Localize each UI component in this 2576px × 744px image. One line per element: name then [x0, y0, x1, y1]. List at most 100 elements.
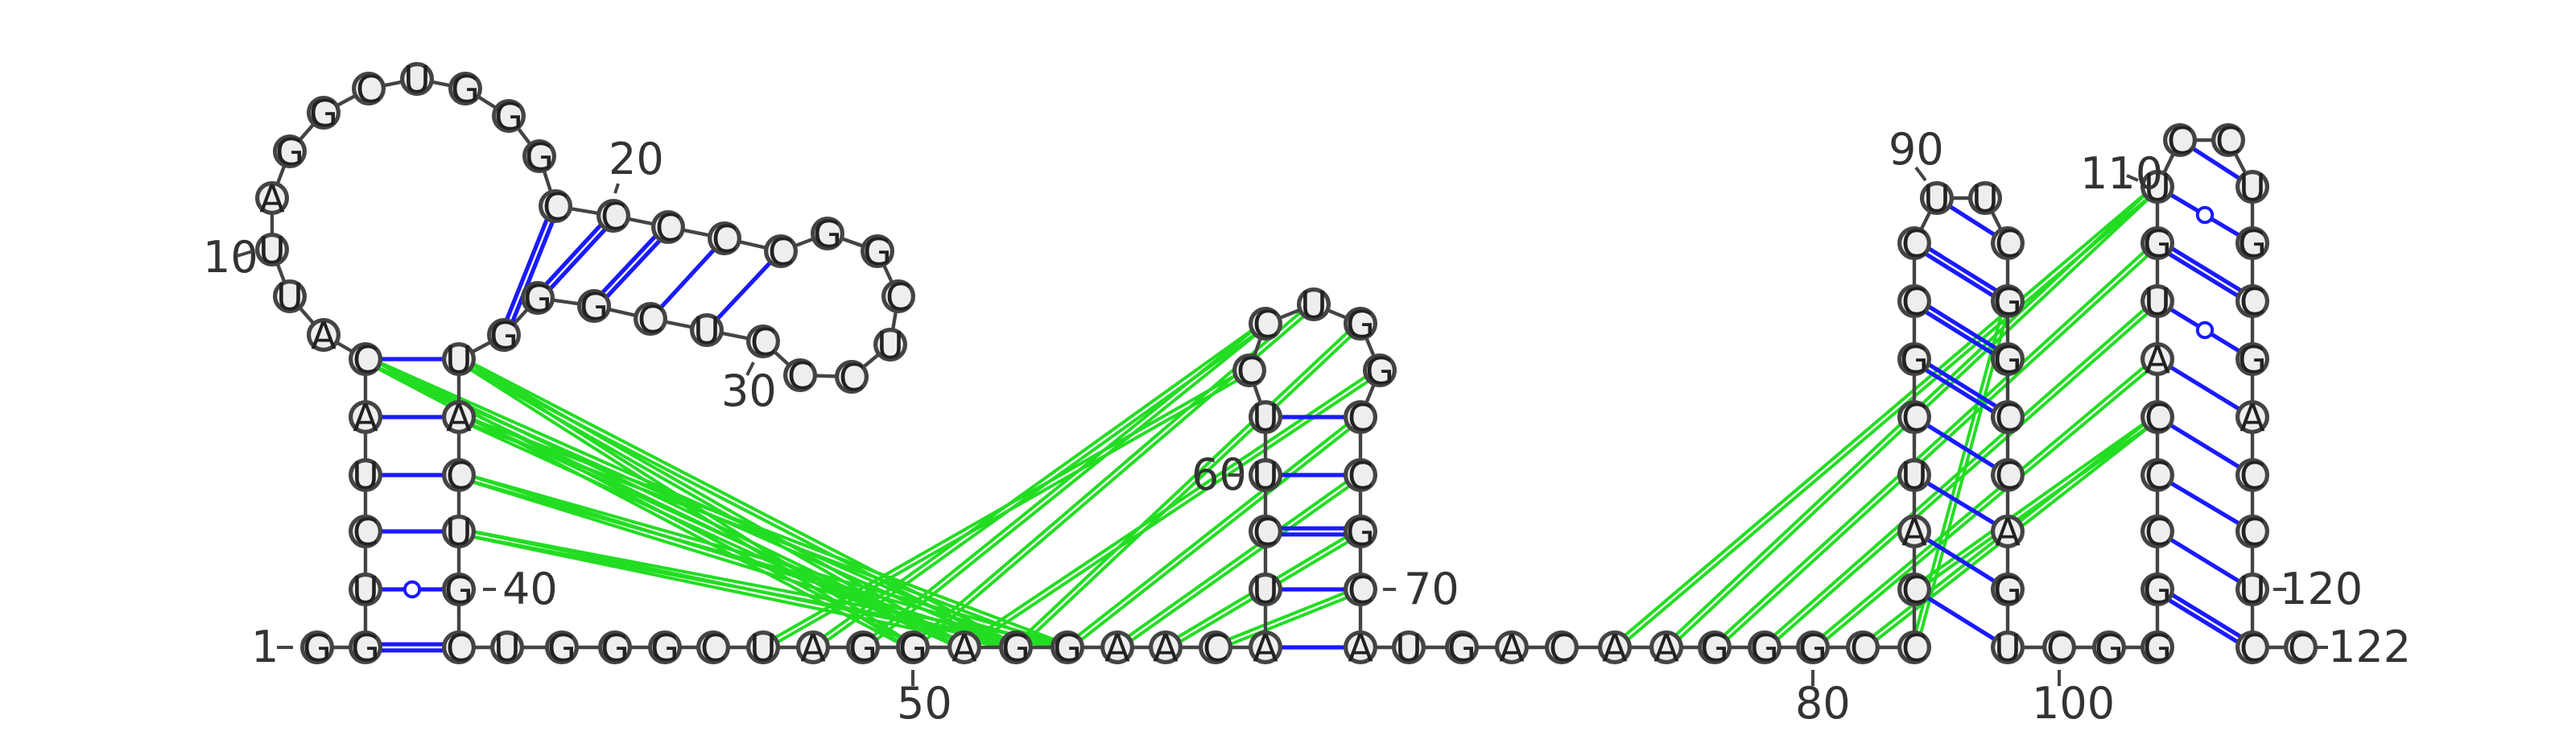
nucleotide-letter: U — [2239, 166, 2266, 209]
label-90: 90 — [1889, 124, 1944, 175]
nucleotide-letter: C — [2145, 396, 2170, 440]
nucleotide: G — [2140, 568, 2175, 612]
nucleotide-letter: A — [2240, 396, 2265, 440]
nucleotide-letter: C — [1901, 280, 1927, 324]
nucleotide-letter: G — [547, 626, 576, 670]
nucleotide: A — [2235, 396, 2270, 440]
base-pair — [2169, 365, 2241, 411]
nucleotide-letter: C — [2145, 510, 2170, 554]
nucleotide-letter: G — [1053, 626, 1082, 670]
nucleotide-letter: C — [1901, 626, 1927, 670]
nucleotide-letter: G — [1447, 626, 1476, 670]
nucleotide: U — [1391, 626, 1426, 670]
nucleotide-letter: G — [863, 230, 892, 274]
nucleotide: C — [1897, 222, 1932, 266]
nucleotide-letter: G — [525, 135, 554, 179]
nucleotide-letter: G — [848, 626, 877, 670]
nucleotide-letter: U — [693, 309, 720, 353]
position-labels: 1 10 20 30 40 50 60 70 80 90 100 110 120… — [203, 124, 2411, 729]
nucleotide-letter: C — [1901, 568, 1927, 612]
nucleotide-letter: C — [1236, 349, 1262, 393]
nucleotide-letter: U — [493, 626, 521, 670]
nucleotide-letter: G — [1750, 626, 1779, 670]
nucleotide: C — [1343, 568, 1377, 612]
nucleotide: C — [441, 626, 476, 670]
nucleotide: G — [1991, 280, 2025, 324]
nucleotide-letter: A — [1104, 626, 1130, 670]
nucleotide-letter: A — [800, 626, 826, 670]
nucleotide: U — [745, 626, 780, 670]
base-pair — [380, 580, 444, 599]
nucleotide-letter: G — [275, 130, 304, 174]
label-20: 20 — [609, 134, 664, 184]
nucleotide: C — [2140, 396, 2175, 440]
pseudoknot-line — [860, 320, 1269, 651]
label-122: 122 — [2328, 622, 2411, 672]
nucleotide-letter: U — [1971, 177, 1999, 221]
label-70: 70 — [1404, 564, 1459, 614]
nucleotide: C — [596, 195, 630, 238]
nucleotide-letter: U — [445, 338, 473, 382]
pseudoknot-line — [1711, 240, 2161, 651]
nucleotide: C — [2284, 626, 2318, 670]
nucleotide: G — [300, 626, 335, 670]
nucleotide-letter: C — [787, 354, 813, 398]
nucleotide-letter: A — [1995, 510, 2021, 554]
nucleotide-letter: C — [700, 626, 726, 670]
nucleotide-letter: C — [1253, 510, 1278, 554]
nucleotide: G — [1050, 626, 1084, 670]
nucleotide: C — [696, 626, 730, 670]
base-pair — [658, 247, 716, 310]
nucleotide-letter: A — [259, 177, 285, 221]
nucleotide-letter: C — [356, 68, 382, 111]
nucleotide: C — [2235, 280, 2270, 324]
nucleotide: G — [491, 95, 526, 138]
nucleotide: G — [1343, 510, 1377, 554]
pseudoknot-line — [1064, 413, 1364, 651]
nucleotide-letter: C — [1348, 568, 1373, 612]
nucleotide-letter: G — [898, 626, 927, 670]
nucleotide: C — [1343, 396, 1377, 440]
nucleotide: A — [1991, 510, 2025, 554]
nucleotide: A — [1897, 510, 1932, 554]
nucleotide: C — [1343, 454, 1377, 498]
nucleotide-letter: G — [2143, 626, 2172, 670]
base-pair — [1926, 537, 1996, 584]
nucleotide-letter: C — [768, 230, 794, 274]
nucleotide: C — [1846, 626, 1880, 670]
nucleotide: C — [2140, 510, 2175, 554]
nucleotide: C — [441, 454, 476, 498]
nucleotide: U — [1248, 454, 1282, 498]
nucleotide-letter: C — [1995, 454, 2021, 498]
nucleotide-letter: G — [494, 95, 523, 138]
nucleotide: A — [255, 177, 290, 221]
label-100: 100 — [2032, 678, 2115, 729]
nucleotide-letter: C — [2167, 119, 2193, 163]
nucleotide-letter: C — [601, 195, 626, 238]
nucleotide-letter: U — [2144, 166, 2171, 209]
nucleotide: G — [522, 135, 556, 179]
label-110: 110 — [2080, 148, 2163, 199]
nucleotide: G — [1444, 626, 1479, 670]
nucleotide-letter: C — [2215, 119, 2241, 163]
nucleotide-letter: G — [601, 626, 630, 670]
nucleotide: C — [2042, 626, 2077, 670]
nucleotide-letter: G — [444, 568, 473, 612]
base-pair — [1926, 595, 1996, 642]
nucleotide: C — [538, 185, 572, 229]
base-pair — [380, 642, 444, 653]
nucleotide: A — [1494, 626, 1529, 670]
nucleotide-letter: G — [2143, 222, 2172, 266]
nucleotide-letter: U — [276, 275, 303, 319]
nucleotide: G — [2235, 222, 2270, 266]
nucleotide-letter: C — [750, 320, 776, 364]
base-pair — [715, 260, 773, 321]
nucleotide: C — [2235, 454, 2270, 498]
base-pair — [2169, 537, 2241, 584]
nucleotide-letter: U — [445, 510, 473, 554]
nucleotide-letter: C — [1850, 626, 1876, 670]
base-pair — [1280, 526, 1346, 537]
nucleotide-letter: C — [446, 454, 472, 498]
nucleotide: U — [2140, 166, 2175, 209]
